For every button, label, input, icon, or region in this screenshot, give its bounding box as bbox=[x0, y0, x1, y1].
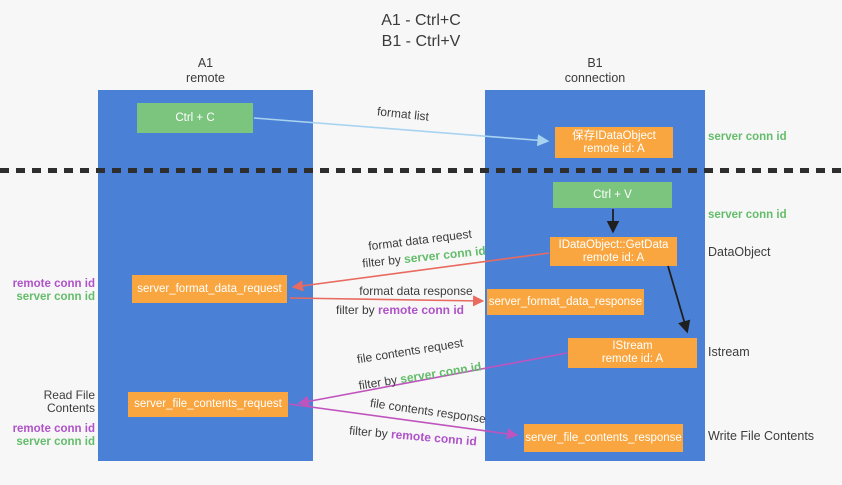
server-conn-id-text: server conn id bbox=[399, 359, 483, 387]
left-read-file-contents-labels: Read File Contents remote conn id server… bbox=[0, 389, 95, 449]
right-server-conn-id-label-2: server conn id bbox=[708, 209, 787, 221]
node-istream-line1: IStream bbox=[612, 340, 653, 352]
remote-conn-id-label: remote conn id bbox=[12, 423, 95, 435]
right-write-file-contents-label: Write File Contents bbox=[708, 429, 815, 443]
label-filter-by-server-conn-id-2: filter by server conn id bbox=[358, 359, 483, 392]
node-getdata-line1: IDataObject::GetData bbox=[558, 238, 669, 251]
node-ctrl-c: Ctrl + C bbox=[137, 103, 253, 133]
right-column-name: B1 bbox=[587, 56, 603, 70]
filter-by-text: filter by bbox=[335, 303, 378, 317]
arrow-format-data-response bbox=[289, 295, 485, 307]
node-ctrl-v: Ctrl + V bbox=[553, 182, 672, 208]
title-line-1: A1 - Ctrl+C bbox=[381, 12, 461, 29]
node-server-format-data-response: server_format_data_response bbox=[487, 289, 644, 315]
read-file-contents-label: Read File Contents bbox=[43, 388, 95, 415]
node-file-response-label: server_file_contents_response bbox=[525, 431, 682, 444]
node-server-file-contents-request: server_file_contents_request bbox=[128, 392, 288, 417]
node-save-idataobject-line1: 保存IDataObject bbox=[572, 129, 656, 142]
remote-conn-id-text: remote conn id bbox=[390, 427, 478, 449]
label-filter-by-remote-conn-id-2: filter by remote conn id bbox=[349, 423, 478, 448]
label-format-list: format list bbox=[376, 104, 430, 124]
node-format-request-label: server_format_data_request bbox=[137, 282, 282, 295]
left-column-role: remote bbox=[186, 71, 225, 85]
filter-by-text: filter by bbox=[361, 252, 405, 271]
node-ctrl-c-label: Ctrl + C bbox=[175, 111, 215, 124]
right-istream-label: Istream bbox=[708, 345, 750, 359]
remote-conn-id-text: remote conn id bbox=[378, 303, 465, 317]
node-idataobject-getdata: IDataObject::GetData remote id: A bbox=[550, 237, 677, 266]
label-file-contents-response: file contents response bbox=[369, 395, 487, 427]
label-filter-by-remote-conn-id-1: filter by remote conn id bbox=[336, 303, 464, 317]
left-column-name: A1 bbox=[197, 56, 214, 70]
filter-by-text: filter by bbox=[357, 372, 402, 393]
node-getdata-line2: remote id: A bbox=[582, 251, 645, 264]
node-istream-line2: remote id: A bbox=[601, 353, 664, 365]
machine-boundary-divider bbox=[0, 168, 842, 173]
label-format-data-response: format data response bbox=[359, 284, 473, 298]
title-line-2: B1 - Ctrl+V bbox=[381, 33, 461, 50]
label-file-contents-request: file contents request bbox=[355, 335, 465, 367]
right-column-role: connection bbox=[564, 71, 626, 85]
server-conn-id-label: server conn id bbox=[16, 291, 95, 303]
right-server-conn-id-label-1: server conn id bbox=[708, 131, 787, 143]
node-server-file-contents-response: server_file_contents_response bbox=[524, 424, 683, 452]
node-ctrl-v-label: Ctrl + V bbox=[593, 188, 632, 201]
node-save-idataobject-line2: remote id: A bbox=[583, 142, 645, 155]
node-server-format-data-request: server_format_data_request bbox=[132, 275, 287, 303]
node-file-request-label: server_file_contents_request bbox=[134, 398, 282, 410]
node-format-response-label: server_format_data_response bbox=[488, 295, 643, 308]
left-conn-id-labels-top: remote conn id server conn id bbox=[0, 278, 95, 304]
server-conn-id-label: server conn id bbox=[16, 436, 95, 448]
right-column-header: B1 connection bbox=[485, 56, 705, 86]
left-column-header: A1 remote bbox=[98, 56, 313, 86]
node-istream: IStream remote id: A bbox=[568, 338, 697, 368]
remote-conn-id-label: remote conn id bbox=[12, 278, 95, 290]
filter-by-text: filter by bbox=[348, 423, 392, 442]
diagram-title: A1 - Ctrl+C B1 - Ctrl+V bbox=[0, 10, 842, 52]
right-dataobject-label: DataObject bbox=[708, 245, 771, 259]
node-save-idataobject: 保存IDataObject remote id: A bbox=[555, 127, 673, 158]
